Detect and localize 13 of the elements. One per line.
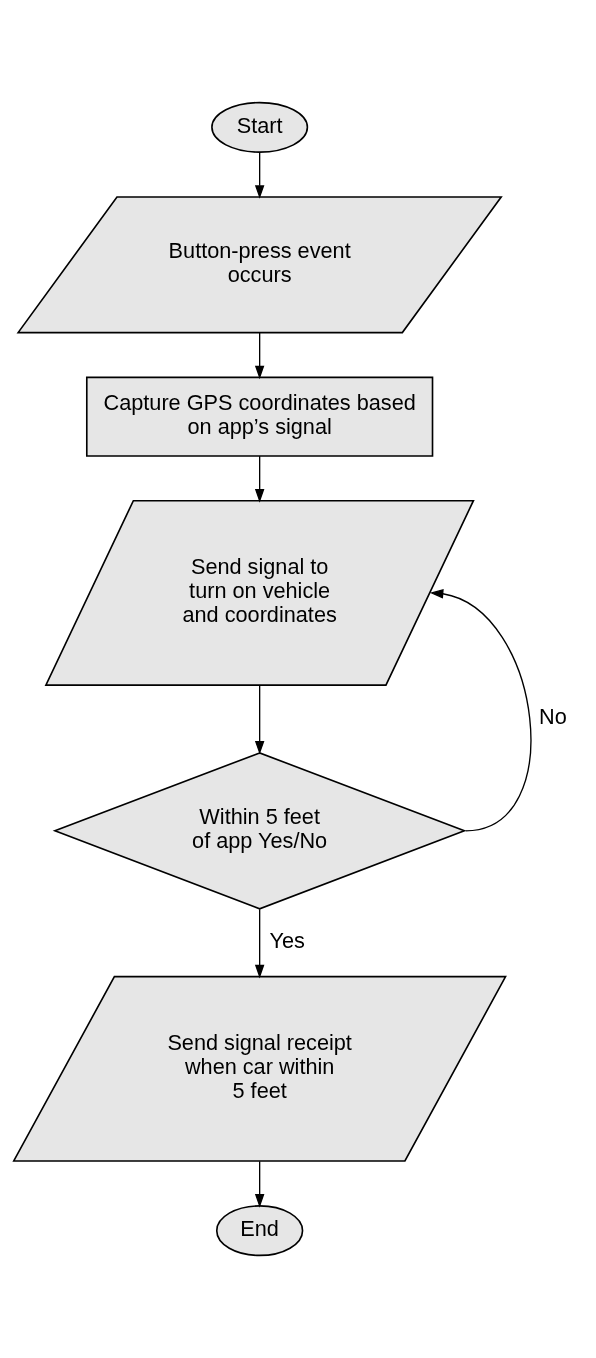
arrow (254, 152, 265, 199)
arrow (254, 684, 265, 755)
arrow (429, 589, 532, 832)
edge-label: No (539, 704, 567, 730)
node-ellipse: Start (211, 101, 309, 153)
arrow (254, 332, 265, 380)
node-box: Capture GPS coordinates based on app’s signal (85, 376, 434, 457)
node-diamond: Within 5 feet of app Yes/No (52, 752, 467, 910)
arrow (254, 908, 265, 979)
node-ellipse: End (215, 1205, 304, 1257)
arrow (254, 1160, 265, 1208)
edge-label: Yes (269, 927, 305, 953)
arrow (254, 455, 265, 503)
